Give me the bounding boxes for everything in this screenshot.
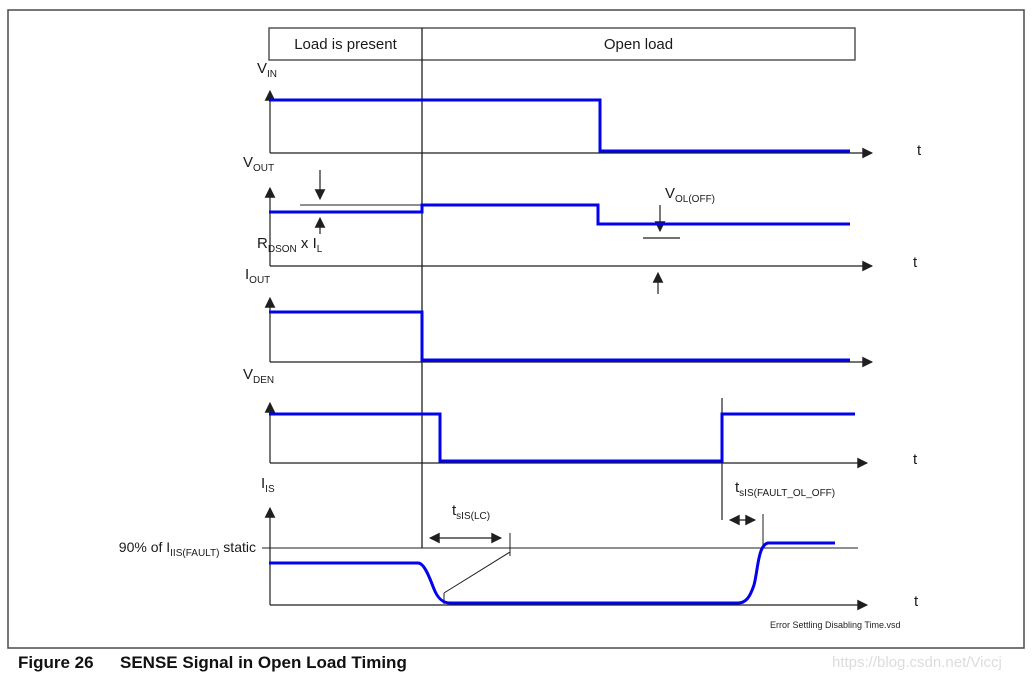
header-open-load-text: Open load [603,35,674,53]
rdson-label-s2: L [316,244,323,255]
ninety-label-p2: static [219,539,256,555]
vden-label-sub: DEN [253,375,275,386]
vin-time-label-text: t [917,142,922,159]
iis-time-label: t [914,593,919,611]
t-sis-fault-label-sub: sIS(FAULT_OL_OFF) [739,488,836,499]
iis-label-sub: IS [265,484,275,495]
ninety-label-p1: 90% of I [118,539,171,555]
vden-label: VDEN [243,366,275,386]
header-load-present-text: Load is present [294,35,397,53]
iis-label: IIS [261,475,275,495]
figure-border [7,9,1025,649]
vden-label-main: V [243,366,254,383]
iis-label-main: I [261,475,266,492]
header-open-load-label: Open load [422,28,855,60]
iout-label: IOUT [245,266,271,286]
t-sis-fault-label-main: t [735,479,740,496]
rdson-label-p1: R [257,235,268,252]
watermark-text: https://blog.csdn.net/Viccj [832,654,1002,671]
rdson-label-p2: x I [296,235,317,252]
figure-caption-title: SENSE Signal in Open Load Timing [120,653,407,672]
iout-label-main: I [245,266,250,283]
figure-caption-number: Figure 26 [18,653,94,672]
vden-time-label: t [913,451,918,469]
vout-label-sub: OUT [253,163,275,174]
vol-off-label: VOL(OFF) [665,185,716,205]
rdson-label-s1: DSON [267,244,297,255]
iout-label-sub: OUT [249,275,271,286]
vin-label-sub: IN [267,69,278,80]
vin-label: VIN [257,60,278,80]
vout-trace [269,203,850,226]
iis-time-label-text: t [914,593,919,610]
t-sis-lc-label-sub: sIS(LC) [456,511,491,522]
t-sis-fault-label: tsIS(FAULT_OL_OFF) [735,479,836,499]
vol-off-label-sub: OL(OFF) [675,194,716,205]
vout-label-main: V [243,154,254,171]
vout-time-label-text: t [913,254,918,271]
vout-label: VOUT [243,154,275,174]
source-note: Error Settling Disabling Time.vsd [770,620,901,630]
header-load-present-label: Load is present [269,28,422,60]
t-sis-lc-label-main: t [452,502,457,519]
ninety-label-s1: IIS(FAULT) [170,547,220,559]
t-sis-lc-leader-diagonal [443,551,511,594]
vden-time-label-text: t [913,451,918,468]
vin-trace [269,98,850,153]
rdson-il-label: RDSON x IL [257,235,323,255]
ninety-percent-label: 90% of IIIS(FAULT) static [96,539,256,559]
vin-label-main: V [257,60,268,77]
vden-trace [269,412,855,463]
header-box [268,27,856,61]
iout-trace [269,310,850,362]
t-sis-lc-label: tsIS(LC) [452,502,491,522]
vout-time-label: t [913,254,918,272]
vin-time-label: t [917,142,922,160]
iis-trace [269,541,835,605]
vol-off-label-main: V [665,185,676,202]
